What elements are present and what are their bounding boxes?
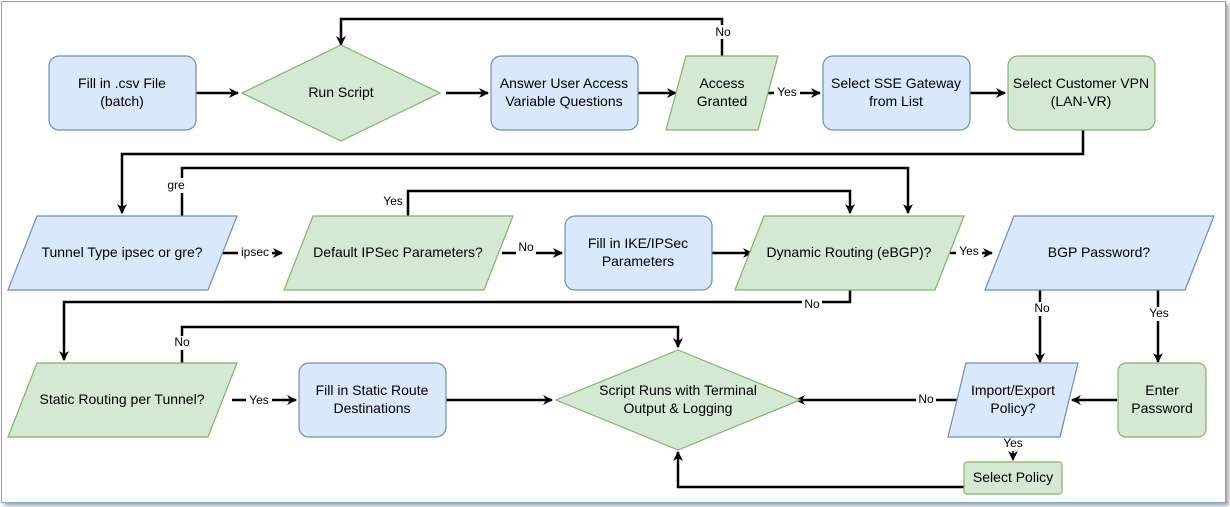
edge-label-policy-no: No <box>916 392 936 407</box>
node-label-line: Output & Logging <box>624 400 733 416</box>
edge-vpn-to-tunnel <box>117 130 1085 214</box>
node-label-line: Select Customer VPN <box>1013 75 1149 91</box>
node-label-line: Enter <box>1145 382 1179 398</box>
node-label-line: Destinations <box>333 400 410 416</box>
node-dynamic-routing: Dynamic Routing (eBGP)? <box>734 215 965 291</box>
svg-text:Fill in .csv File(batch): Fill in .csv File (batch) <box>78 75 166 109</box>
edge-dynamic-no-to-static <box>59 290 852 361</box>
edge-access-no-to-run <box>336 17 724 56</box>
svg-text:Default IPSec Parameters?: Default IPSec Parameters? <box>313 244 483 260</box>
edge-label-dynamic-no: No <box>802 297 822 312</box>
svg-text:Yes: Yes <box>1003 436 1023 450</box>
svg-text:No: No <box>518 240 534 254</box>
node-label-line: Fill in Static Route <box>316 382 429 398</box>
svg-text:No: No <box>174 335 190 349</box>
edge-default-yes-to-dynamic <box>406 189 855 216</box>
node-static-routing: Static Routing per Tunnel? <box>7 362 238 438</box>
node-label-line: (LAN-VR) <box>1051 93 1112 109</box>
node-bgp-password: BGP Password? <box>984 215 1215 291</box>
svg-text:No: No <box>918 392 934 406</box>
node-label-line: Static Routing per Tunnel? <box>40 391 205 407</box>
svg-text:gre: gre <box>167 178 185 192</box>
svg-text:No: No <box>804 297 820 311</box>
node-label-line: Password <box>1131 400 1192 416</box>
edge-label-access-no: No <box>714 25 732 39</box>
node-label-line: Fill in IKE/IPSec <box>588 235 688 251</box>
svg-text:Yes: Yes <box>383 194 403 208</box>
svg-text:No: No <box>715 25 731 39</box>
svg-text:Run Script: Run Script <box>308 84 373 100</box>
svg-text:Static Routing per Tunnel?: Static Routing per Tunnel? <box>40 391 205 407</box>
edge-label-gre: gre <box>164 178 188 193</box>
svg-text:No: No <box>1034 301 1050 315</box>
node-label-line: Fill in .csv File <box>78 75 166 91</box>
node-label-line: Tunnel Type ipsec or gre? <box>41 244 202 260</box>
node-tunnel-type: Tunnel Type ipsec or gre? <box>7 215 238 291</box>
node-label-line: Select SSE Gateway <box>831 75 961 91</box>
node-label-line: Run Script <box>308 84 373 100</box>
edge-label-static-no: No <box>172 335 192 350</box>
node-select-gateway: Select SSE Gateway from List <box>822 55 971 131</box>
svg-text:Yes: Yes <box>1149 306 1169 320</box>
node-default-ipsec: Default IPSec Parameters? <box>283 215 514 291</box>
node-label-line: Variable Questions <box>505 93 622 109</box>
node-label-line: Access <box>699 75 744 91</box>
svg-text:ipsec: ipsec <box>241 245 269 259</box>
node-label-line: Parameters <box>602 253 674 269</box>
node-label-line: Policy? <box>990 400 1035 416</box>
node-select-policy: Select Policy <box>963 461 1063 495</box>
node-label-line: BGP Password? <box>1048 244 1151 260</box>
edge-label-bgp-yes: Yes <box>1146 306 1172 321</box>
node-fill-csv: Fill in .csv File (batch) <box>48 55 197 131</box>
edge-select-policy-to-script <box>673 451 1015 494</box>
edge-static-no-to-script <box>180 325 683 363</box>
svg-text:Yes: Yes <box>959 244 979 258</box>
node-label-line: (batch) <box>100 93 144 109</box>
node-label-line: Granted <box>697 93 748 109</box>
svg-text:Yes: Yes <box>249 393 269 407</box>
svg-text:Select Policy: Select Policy <box>973 469 1053 485</box>
node-label-line: Answer User Access <box>500 75 628 91</box>
edge-label-default-no: No <box>516 240 536 255</box>
node-label-line: from List <box>869 93 923 109</box>
edge-label-default-yes: Yes <box>380 194 406 209</box>
svg-text:Select Customer VPN(LAN-VR): Select Customer VPN (LAN-VR) <box>1013 75 1149 109</box>
svg-text:Tunnel Type ipsec or gre?: Tunnel Type ipsec or gre? <box>41 244 202 260</box>
edge-label-bgp-no: No <box>1032 301 1052 316</box>
edge-label-access-yes: Yes <box>774 85 800 100</box>
node-label-line: Script Runs with Terminal <box>599 382 757 398</box>
node-select-vpn: Select Customer VPN (LAN-VR) <box>1007 55 1156 131</box>
node-label-line: Dynamic Routing (eBGP)? <box>767 244 932 260</box>
node-run-script: Run Script <box>240 44 442 142</box>
edge-label-dynamic-yes: Yes <box>956 244 982 259</box>
svg-text:Dynamic Routing (eBGP)?: Dynamic Routing (eBGP)? <box>767 244 932 260</box>
svg-text:Yes: Yes <box>777 85 797 99</box>
svg-text:BGP Password?: BGP Password? <box>1048 244 1151 260</box>
edge-label-static-yes: Yes <box>246 393 272 408</box>
node-label-line: Import/Export <box>971 382 1055 398</box>
node-label-line: Select Policy <box>973 469 1053 485</box>
edge-label-policy-yes: Yes <box>1000 436 1026 451</box>
node-label-line: Default IPSec Parameters? <box>313 244 483 260</box>
edge-label-ipsec: ipsec <box>238 245 272 260</box>
